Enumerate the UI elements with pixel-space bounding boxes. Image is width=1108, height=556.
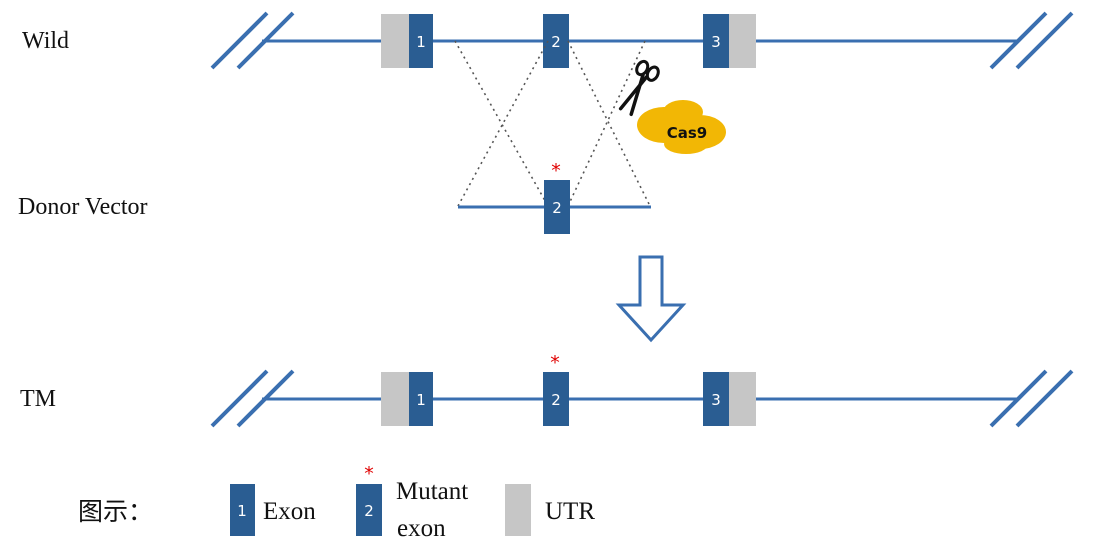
legend-exon-label: Exon — [263, 498, 316, 525]
legend-title: 图示： — [78, 499, 153, 526]
legend-mutant-exon-swatch — [356, 484, 382, 536]
wild-exon-3-number: 3 — [711, 33, 721, 51]
tm-exon-1-number: 1 — [416, 391, 426, 409]
cas9-label: Cas9 — [667, 124, 708, 142]
legend-mutant-number: 2 — [364, 502, 374, 520]
crossover-line-1 — [454, 40, 549, 207]
tm-mutation-marker: * — [550, 352, 560, 374]
wild-exon-1-number: 1 — [416, 33, 426, 51]
wild-break-left-2 — [236, 11, 295, 70]
donor-vector: 2 * — [458, 160, 651, 234]
wild-break-right-1 — [989, 11, 1048, 70]
tm-break-right-1 — [989, 369, 1048, 428]
tm-break-left-2 — [236, 369, 295, 428]
legend-mutation-marker: * — [364, 463, 374, 485]
tm-exon-2-number: 2 — [551, 391, 561, 409]
tm-exon-3 — [703, 372, 729, 426]
crossover-line-3 — [567, 40, 646, 207]
wild-allele: 1 2 3 — [210, 11, 1074, 70]
wild-exon-1 — [409, 14, 433, 68]
legend-utr-swatch — [505, 484, 531, 536]
scissors-icon — [618, 59, 660, 117]
wild-exon-3 — [703, 14, 729, 68]
wild-utr-5 — [381, 14, 409, 68]
wild-break-left-1 — [210, 11, 269, 70]
tm-exon-3-number: 3 — [711, 391, 721, 409]
legend-exon-swatch — [230, 484, 255, 536]
tm-utr-3 — [729, 372, 756, 426]
tm-mutant-exon-2 — [543, 372, 569, 426]
donor-exon-2-number: 2 — [552, 199, 562, 217]
wild-break-right-2 — [1015, 11, 1074, 70]
tm-break-left-1 — [210, 369, 269, 428]
row-label-tm: TM — [20, 386, 56, 412]
crossover-line-4 — [567, 40, 651, 207]
homology-crossover-lines — [454, 40, 651, 207]
donor-mutant-exon-2 — [544, 180, 570, 234]
cas9-enzyme: Cas9 — [637, 100, 726, 154]
legend-mutant-label-line2: exon — [397, 515, 446, 542]
legend-mutant-label-line1: Mutant — [396, 478, 468, 505]
row-label-donor-vector: Donor Vector — [18, 194, 148, 220]
tm-utr-5 — [381, 372, 409, 426]
donor-mutation-marker: * — [551, 160, 561, 182]
legend-exon-number: 1 — [237, 502, 247, 520]
legend: 图示： 1 Exon * 2 Mutant exon UTR — [78, 463, 595, 542]
wild-utr-3 — [729, 14, 756, 68]
wild-exon-2-number: 2 — [551, 33, 561, 51]
tm-allele: 1 2 * 3 — [210, 352, 1074, 428]
crossover-line-2 — [457, 40, 549, 207]
row-label-wild: Wild — [22, 28, 69, 54]
tm-break-right-2 — [1015, 369, 1074, 428]
tm-exon-1 — [409, 372, 433, 426]
legend-utr-label: UTR — [545, 498, 595, 525]
down-arrow-icon — [615, 255, 687, 343]
